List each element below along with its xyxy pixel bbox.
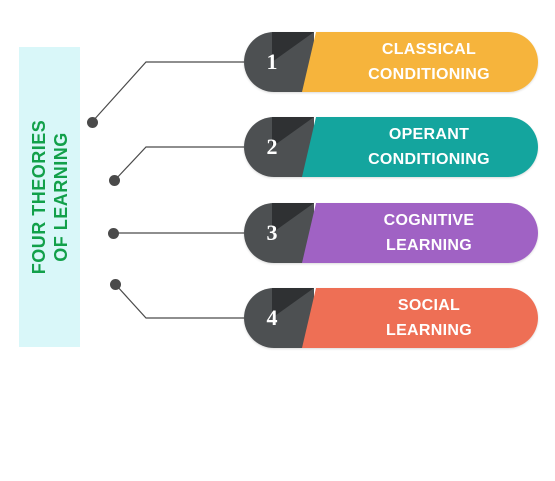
theory-label-line-2: CONDITIONING <box>368 151 490 168</box>
theory-label-block: COGNITIVE LEARNING <box>302 203 538 263</box>
connector-dot-2 <box>109 175 120 186</box>
number-block <box>244 117 314 177</box>
theory-label-line-2: LEARNING <box>386 237 472 254</box>
theory-label-block: SOCIAL LEARNING <box>302 288 538 348</box>
theory-item-4: 4 SOCIAL LEARNING <box>244 288 538 348</box>
number-block <box>244 203 314 263</box>
title-box: FOUR THEORIES OF LEARNING <box>19 47 80 347</box>
theory-label-line-2: LEARNING <box>386 322 472 339</box>
theory-item-2: 2 OPERANT CONDITIONING <box>244 117 538 177</box>
number-block <box>244 32 314 92</box>
theory-label: COGNITIVE LEARNING <box>366 208 475 258</box>
number-block <box>244 288 314 348</box>
theory-number: 1 <box>266 49 278 74</box>
theory-number: 3 <box>266 220 278 245</box>
theory-label-line-2: CONDITIONING <box>368 66 490 83</box>
connector-1 <box>91 61 244 123</box>
connector-4 <box>115 284 244 319</box>
theory-label-block: CLASSICAL CONDITIONING <box>302 32 538 92</box>
theory-label-line-1: SOCIAL <box>397 297 461 314</box>
theory-item-3: 3 COGNITIVE LEARNING <box>244 203 538 263</box>
theory-label-block: OPERANT CONDITIONING <box>302 117 538 177</box>
connector-dot-3 <box>108 228 119 239</box>
connector-dot-1 <box>87 117 98 128</box>
theory-item-1: 1 CLASSICAL CONDITIONING <box>244 32 538 92</box>
theory-number: 4 <box>266 305 278 330</box>
theory-label: OPERANT CONDITIONING <box>350 122 490 172</box>
theory-label-line-1: OPERANT <box>388 126 470 143</box>
theory-label: CLASSICAL CONDITIONING <box>350 37 490 87</box>
theory-label-line-1: CLASSICAL <box>381 41 477 58</box>
theory-label-line-1: COGNITIVE <box>383 212 475 229</box>
connector-dot-4 <box>110 279 121 290</box>
theory-number: 2 <box>266 134 278 159</box>
theory-label: SOCIAL LEARNING <box>368 293 472 343</box>
connector-2 <box>114 146 244 181</box>
